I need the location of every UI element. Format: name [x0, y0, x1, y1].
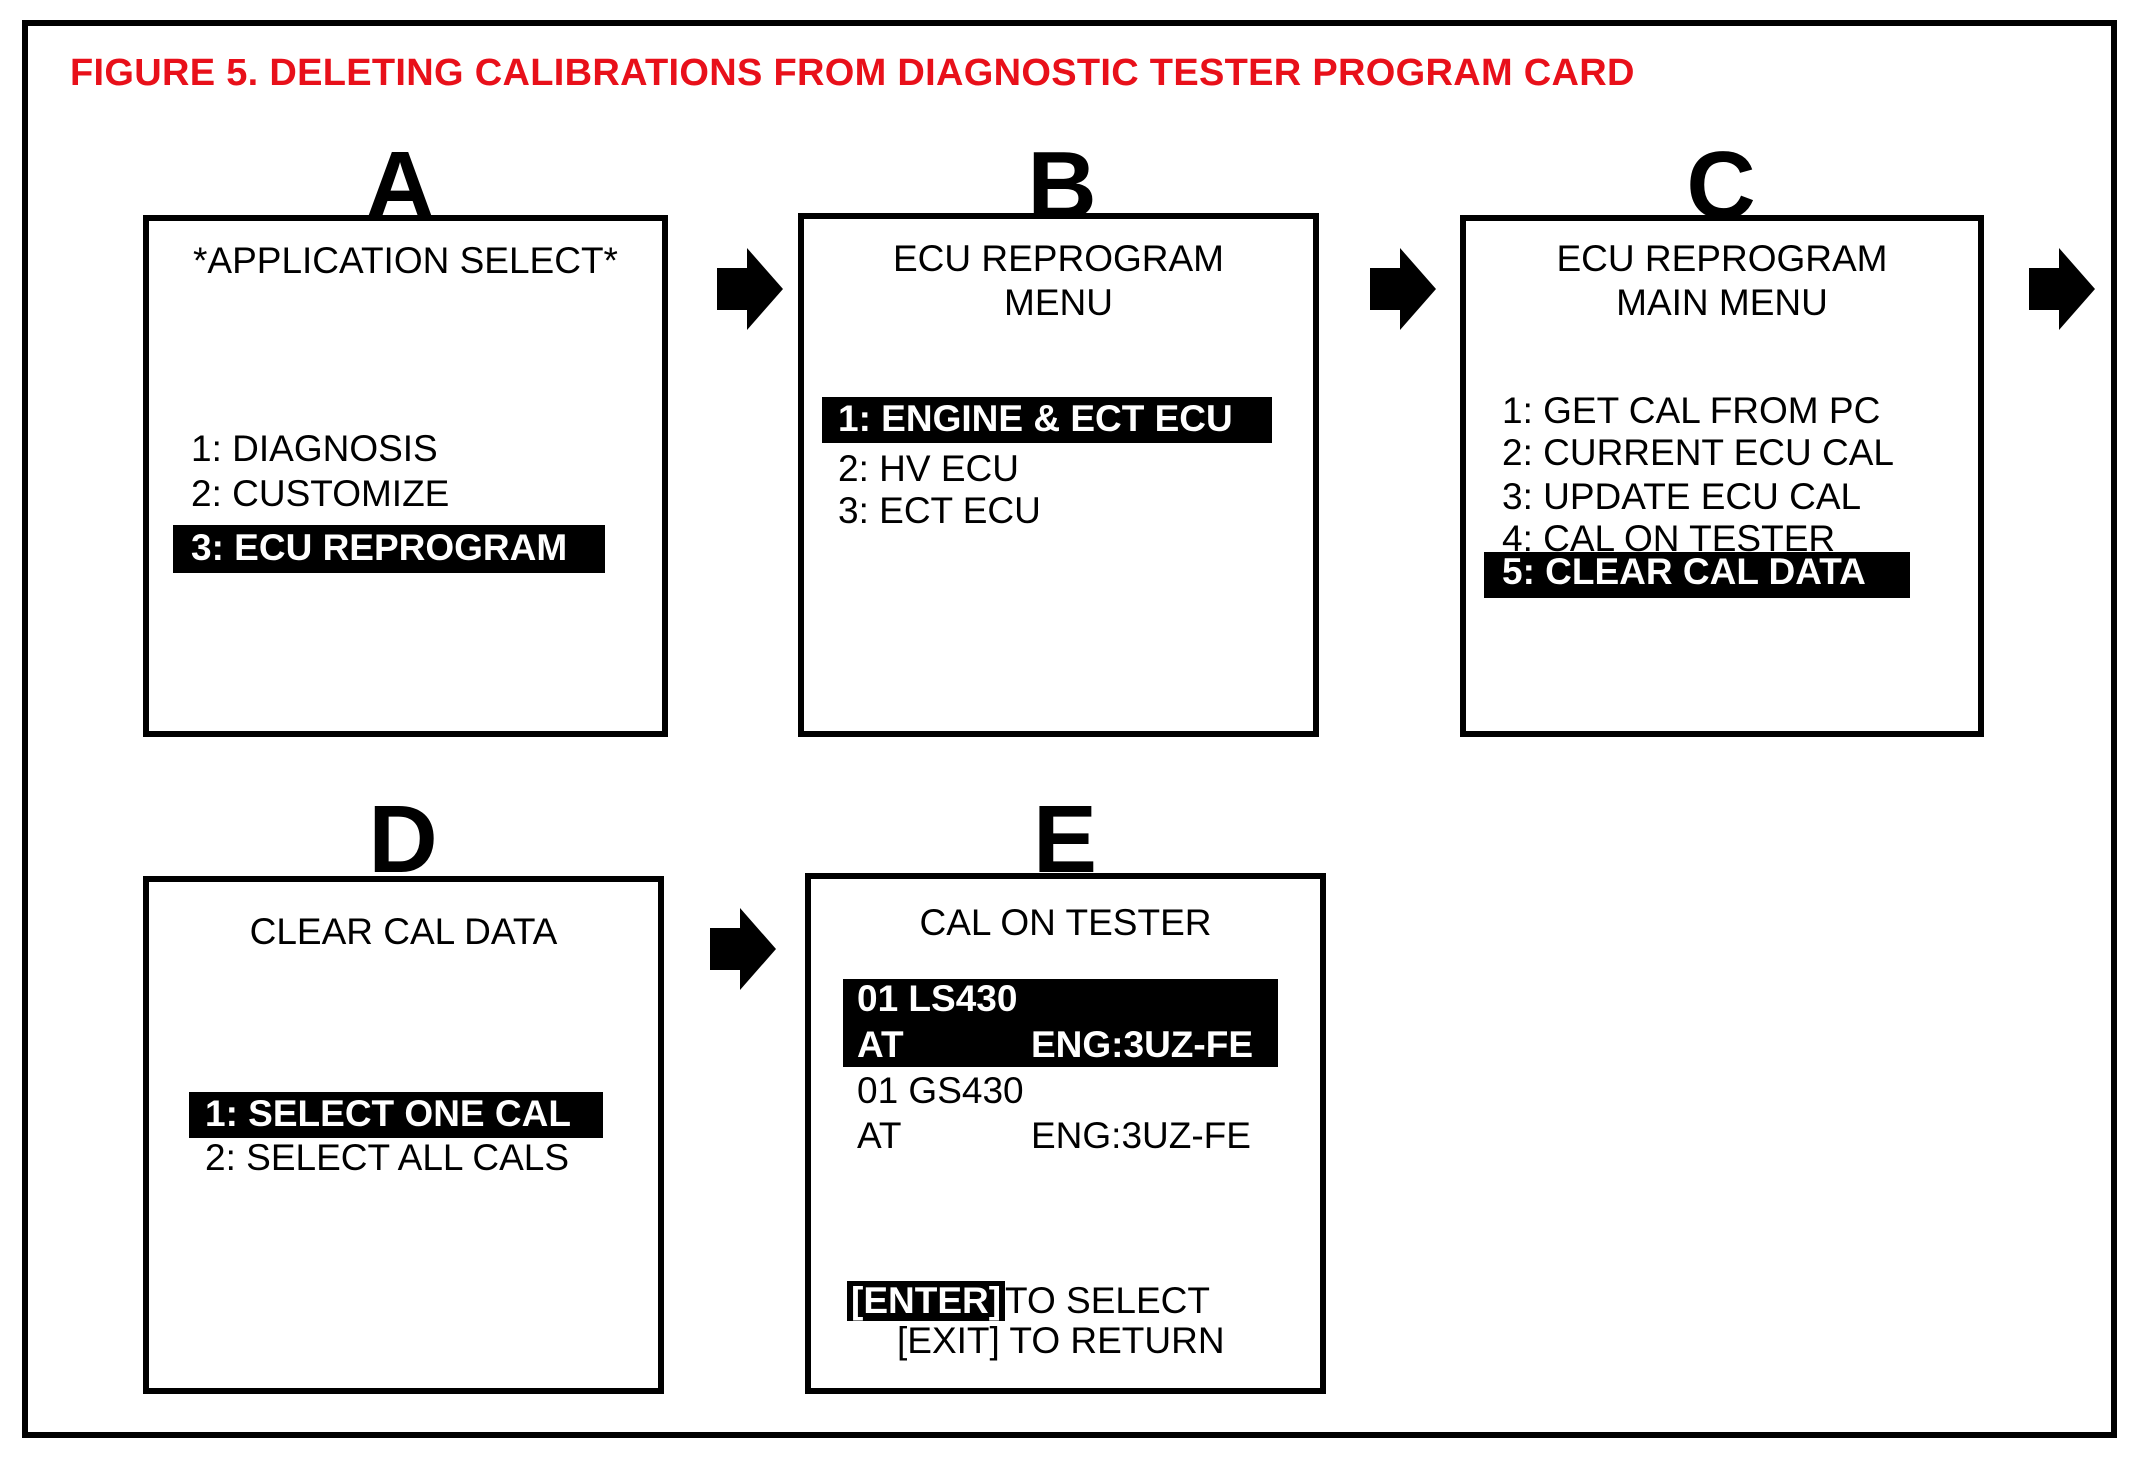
menu-item-select-one-cal-selected[interactable]: 1: SELECT ONE CAL — [189, 1092, 603, 1138]
menu-item-cal-on-tester[interactable]: 4: CAL ON TESTER — [1502, 518, 1836, 559]
calibration-entry-type: AT — [857, 1024, 904, 1065]
enter-hint-text: TO SELECT — [1005, 1279, 1210, 1321]
panel-letter-e: E — [1032, 786, 1098, 893]
screen-ecu-reprogram-main-menu: ECU REPROGRAM MAIN MENU 1: GET CAL FROM … — [1460, 215, 1984, 737]
screen-title: *APPLICATION SELECT* — [193, 240, 618, 281]
screen-title-line1: ECU REPROGRAM — [1556, 238, 1888, 279]
calibration-entry-name: 01 GS430 — [857, 1070, 1024, 1111]
right-arrow-icon — [1370, 248, 1436, 330]
menu-item-select-all-cals[interactable]: 2: SELECT ALL CALS — [205, 1137, 570, 1178]
menu-item-ecu-reprogram-selected[interactable]: 3: ECU REPROGRAM — [173, 525, 605, 573]
menu-item-get-cal-from-pc[interactable]: 1: GET CAL FROM PC — [1502, 390, 1881, 431]
right-arrow-icon — [717, 248, 783, 330]
figure-title: FIGURE 5. DELETING CALIBRATIONS FROM DIA… — [70, 52, 1635, 94]
screen-cal-on-tester: CAL ON TESTER 01 LS430 AT ENG:3UZ-FE 01 … — [805, 873, 1326, 1394]
calibration-entry-ls430-selected[interactable]: 01 LS430 AT ENG:3UZ-FE — [843, 978, 1278, 1067]
screen-clear-cal-data: CLEAR CAL DATA 1: SELECT ONE CAL 2: SELE… — [143, 876, 664, 1394]
calibration-entry-engine: ENG:3UZ-FE — [1031, 1024, 1253, 1065]
menu-item-diagnosis[interactable]: 1: DIAGNOSIS — [191, 428, 438, 469]
enter-hint: [ENTER] TO SELECT — [847, 1279, 1210, 1323]
menu-item-update-ecu-cal[interactable]: 3: UPDATE ECU CAL — [1502, 476, 1862, 517]
screen-title-line2: MENU — [1004, 282, 1113, 323]
calibration-entry-type: AT — [857, 1115, 902, 1156]
menu-item-hv-ecu[interactable]: 2: HV ECU — [838, 448, 1019, 489]
screen-application-select: *APPLICATION SELECT* 1: DIAGNOSIS 2: CUS… — [143, 215, 668, 737]
screen-title-line2: MAIN MENU — [1616, 282, 1828, 323]
right-arrow-icon — [2029, 248, 2095, 330]
screen-title: CLEAR CAL DATA — [249, 911, 558, 952]
menu-item-customize[interactable]: 2: CUSTOMIZE — [191, 473, 450, 514]
calibration-entry-gs430[interactable]: 01 GS430 AT ENG:3UZ-FE — [843, 1070, 1278, 1159]
right-arrow-icon — [710, 908, 776, 990]
panel-letter-d: D — [368, 786, 438, 893]
screen-ecu-reprogram-menu: ECU REPROGRAM MENU 1: ENGINE & ECT ECU 2… — [798, 213, 1319, 737]
calibration-entry-engine: ENG:3UZ-FE — [1031, 1115, 1251, 1156]
enter-key[interactable]: [ENTER] — [847, 1280, 1006, 1322]
menu-item-engine-ect-ecu-selected[interactable]: 1: ENGINE & ECT ECU — [822, 397, 1272, 443]
menu-item-current-ecu-cal[interactable]: 2: CURRENT ECU CAL — [1502, 432, 1895, 473]
screen-title: CAL ON TESTER — [919, 902, 1212, 943]
screen-title-line1: ECU REPROGRAM — [893, 238, 1224, 279]
menu-item-clear-cal-data-selected[interactable]: 5: CLEAR CAL DATA — [1484, 551, 1910, 598]
calibration-entry-name: 01 LS430 — [857, 978, 1018, 1019]
exit-hint[interactable]: [EXIT] TO RETURN — [897, 1320, 1225, 1361]
figure-frame — [22, 20, 2117, 1438]
menu-item-ect-ecu[interactable]: 3: ECT ECU — [838, 490, 1041, 531]
